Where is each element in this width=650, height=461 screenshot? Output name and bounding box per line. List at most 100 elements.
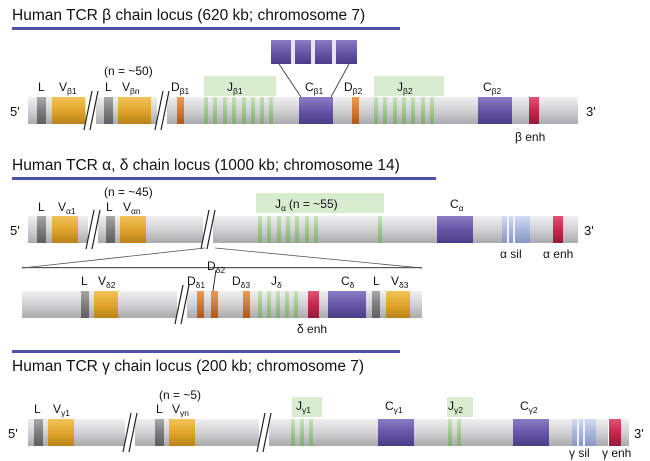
gamma-chromosome-tail	[621, 419, 629, 446]
alpha-chromosome-bar	[28, 216, 578, 243]
gamma-n-note: (n = ~5)	[159, 388, 201, 402]
beta-3prime-label: 3'	[586, 104, 596, 119]
alpha-enhancer	[553, 216, 563, 243]
delta-d1-segment	[197, 291, 204, 318]
delta-expand-line-left	[21, 247, 206, 269]
delta-d3-label: Dδ3	[232, 274, 250, 290]
delta-expand-line-right	[214, 247, 423, 269]
alpha-vn-segment	[120, 216, 146, 243]
beta-j1-label: Jβ1	[227, 80, 243, 96]
alpha-sil-label: α sil	[500, 247, 522, 261]
delta-d1-label: Dδ1	[187, 274, 205, 290]
beta-c2-segment	[478, 97, 512, 124]
alpha-j-cluster	[258, 216, 382, 243]
beta-j1-cluster	[204, 97, 273, 124]
delta-enh-label: δ enh	[297, 322, 327, 336]
delta-leader-2	[372, 291, 380, 318]
alpha-5prime-label: 5'	[10, 223, 20, 238]
alpha-leader-n	[106, 216, 115, 243]
gamma-5prime-label: 5'	[8, 426, 18, 441]
gamma-v1-label: Vγ1	[53, 402, 70, 418]
alpha-vn-label: Vαn	[123, 200, 141, 216]
gamma-c1-segment	[378, 419, 414, 446]
gamma-title: Human TCR γ chain locus (200 kb; chromos…	[12, 358, 364, 375]
alpha-v1-segment	[52, 216, 78, 243]
beta-l2-label: L	[105, 80, 112, 94]
beta-vn-label: Vβn	[122, 80, 140, 96]
alpha-n-note: (n = ~45)	[104, 185, 153, 199]
beta-vn-segment	[118, 97, 151, 124]
beta-c2-label: Cβ2	[483, 80, 502, 96]
gamma-break-1	[122, 412, 138, 453]
delta-d2-label: Dδ2	[207, 259, 225, 275]
gamma-j2-cluster	[448, 419, 461, 446]
gamma-leader-n	[155, 419, 164, 446]
beta-n-note: (n = ~50)	[104, 64, 153, 78]
alpha-l1-label: L	[38, 200, 45, 214]
delta-v2-segment	[94, 291, 118, 318]
jb2-label-highlight	[374, 76, 444, 96]
gamma-enh-label: γ enh	[602, 446, 631, 460]
beta-v1-label: Vβ1	[59, 80, 77, 96]
alpha-leader-1	[37, 216, 46, 243]
beta-title: Human TCR β chain locus (620 kb; chromos…	[12, 7, 365, 24]
beta-d1-label: Dβ1	[171, 80, 190, 96]
delta-j-cluster	[258, 291, 298, 318]
delta-d2-pointer	[212, 269, 217, 292]
delta-v3-label: Vδ3	[391, 274, 409, 290]
beta-break-2	[154, 90, 170, 131]
beta-j2-cluster	[374, 97, 434, 124]
gamma-leader-1	[34, 419, 43, 446]
beta-j2-label: Jβ2	[397, 80, 413, 96]
alpha-silencer	[502, 216, 530, 243]
beta-locus: Human TCR β chain locus (620 kb; chromos…	[10, 7, 596, 144]
gamma-silencer	[572, 419, 596, 446]
beta-5prime-label: 5'	[10, 104, 20, 119]
beta-leader-1	[37, 97, 46, 124]
gamma-c2-segment	[513, 419, 549, 446]
gamma-j2-label: Jγ2	[448, 399, 463, 415]
jb1-label-highlight	[204, 76, 276, 96]
gamma-title-rule	[12, 350, 400, 353]
alpha-break-2	[200, 209, 216, 250]
delta-inset-top-rule	[22, 267, 422, 269]
gamma-l1-label: L	[34, 402, 41, 416]
alpha-c-label: Cα	[450, 197, 464, 213]
alpha-title-rule	[12, 177, 436, 180]
delta-v3-segment	[386, 291, 410, 318]
gamma-3prime-label: 3'	[634, 426, 644, 441]
gamma-break-2	[256, 412, 272, 453]
alpha-enh-label: α enh	[543, 247, 573, 261]
delta-j-label: Jδ	[271, 274, 282, 290]
alpha-j-label: Jα(n = ~55)	[275, 197, 338, 213]
beta-c1-exon-inset	[271, 40, 357, 98]
delta-leader-1	[81, 291, 89, 318]
alpha-c-segment	[437, 216, 473, 243]
delta-d3-segment	[243, 291, 250, 318]
alpha-break-1	[85, 209, 101, 250]
delta-l2-label: L	[373, 274, 380, 288]
beta-break-1	[83, 90, 99, 131]
beta-l1-label: L	[38, 80, 45, 94]
jg1-label-highlight	[292, 397, 322, 417]
beta-leader-n	[104, 97, 113, 124]
alpha-delta-locus: Human TCR α, δ chain locus (1000 kb; chr…	[10, 157, 594, 269]
gamma-j1-label: Jγ1	[296, 399, 311, 415]
beta-c1-label: Cβ1	[305, 80, 324, 96]
gamma-sil-label: γ sil	[569, 446, 590, 460]
alpha-l2-label: L	[106, 200, 113, 214]
delta-c-label: Cδ	[341, 274, 355, 290]
alpha-3prime-label: 3'	[584, 223, 594, 238]
beta-c1-segment	[299, 97, 333, 124]
beta-d1-segment	[177, 97, 184, 124]
beta-enhancer	[529, 97, 539, 124]
gamma-vn-label: Vγn	[172, 402, 189, 418]
gamma-c1-label: Cγ1	[385, 399, 403, 415]
delta-v2-label: Vδ2	[98, 274, 116, 290]
gamma-j1-cluster	[291, 419, 313, 446]
beta-title-rule	[12, 27, 400, 30]
beta-d2-label: Dβ2	[344, 80, 363, 96]
jg2-label-highlight	[447, 397, 473, 417]
delta-c-segment	[328, 291, 366, 318]
